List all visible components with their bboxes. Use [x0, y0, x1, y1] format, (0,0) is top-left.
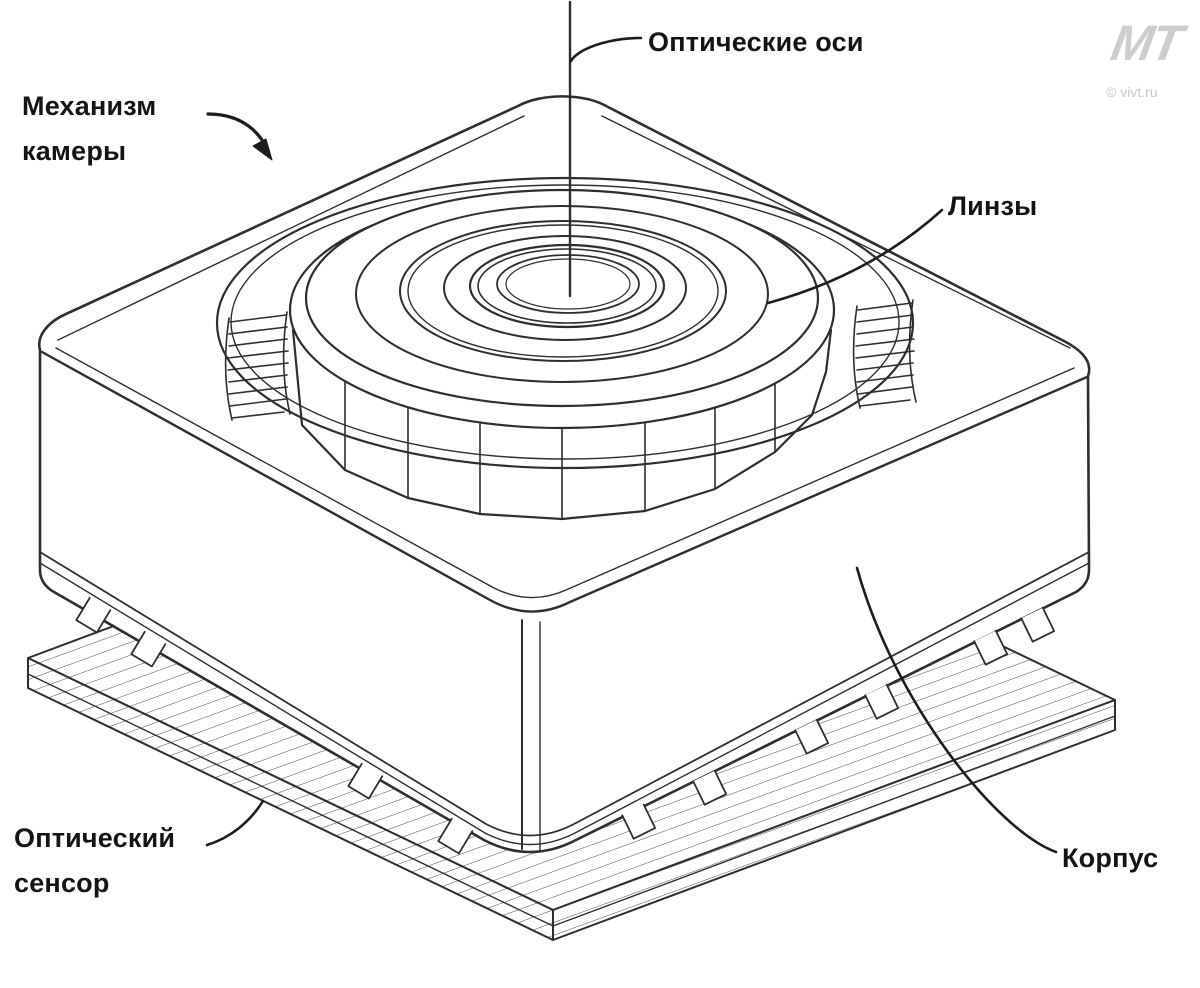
- label-optical-sensor: Оптический сенсор: [14, 823, 176, 898]
- right-spring-coil: [852, 299, 917, 409]
- leader-housing: [855, 566, 1058, 854]
- watermark-logo: MT: [1107, 15, 1186, 71]
- mounting-tab: [437, 817, 474, 855]
- lens-aperture-inner: [477, 248, 657, 324]
- board-mid-seam: [27, 673, 1116, 927]
- mounting-tab: [864, 683, 900, 720]
- left-spring-coil: [224, 311, 291, 421]
- focus-ring-notches: [344, 380, 776, 520]
- leader-lines: [205, 36, 1058, 854]
- bottom-seam-upper: [39, 551, 1090, 837]
- lens-ring-2-outer: [399, 220, 727, 362]
- barrel-top-surface: [304, 188, 820, 408]
- top-face-chamfer-front: [55, 347, 1075, 599]
- lens-element: [496, 254, 640, 314]
- mounting-tab: [347, 762, 384, 800]
- mounting-tab: [621, 803, 657, 840]
- board-right-thickness: [552, 699, 1116, 941]
- label-housing: Корпус: [1062, 843, 1159, 873]
- right-coil-outline: [852, 299, 917, 409]
- bottom-seam-lower: [39, 562, 1090, 846]
- focus-ring-skirt: [291, 328, 833, 521]
- mechanism-arrow-head-icon: [252, 138, 273, 161]
- mounting-tab: [75, 596, 112, 634]
- leader-lenses: [766, 208, 944, 305]
- mounting-tab: [794, 718, 830, 755]
- lens-holder-ring: [443, 235, 687, 341]
- lens-element-inner: [505, 258, 631, 310]
- label-camera-mechanism: Механизм камеры: [22, 91, 157, 166]
- mounting-tab: [130, 630, 167, 668]
- right-coil-windings: [855, 302, 915, 407]
- left-coil-outline: [224, 311, 291, 421]
- watermark-credit: © vivt.ru: [1106, 84, 1158, 100]
- left-coil-windings: [227, 314, 289, 419]
- lens-ring-1: [355, 205, 769, 383]
- leader-optical-sensor: [205, 799, 265, 847]
- lens-aperture-outer: [468, 243, 666, 329]
- lens-assembly: [215, 176, 917, 521]
- mounting-tabs: [75, 596, 1056, 855]
- top-face-front-edges: [40, 350, 1089, 613]
- leader-optical-axes: [569, 36, 643, 63]
- mounting-tab: [692, 769, 728, 806]
- mounting-tab: [1020, 606, 1056, 643]
- mounting-tab: [973, 629, 1009, 666]
- top-face-chamfer-back-left: [57, 115, 525, 341]
- label-optical-axes: Оптические оси: [648, 27, 864, 57]
- label-lenses: Линзы: [948, 191, 1038, 221]
- lens-ring-2-inner: [407, 224, 719, 358]
